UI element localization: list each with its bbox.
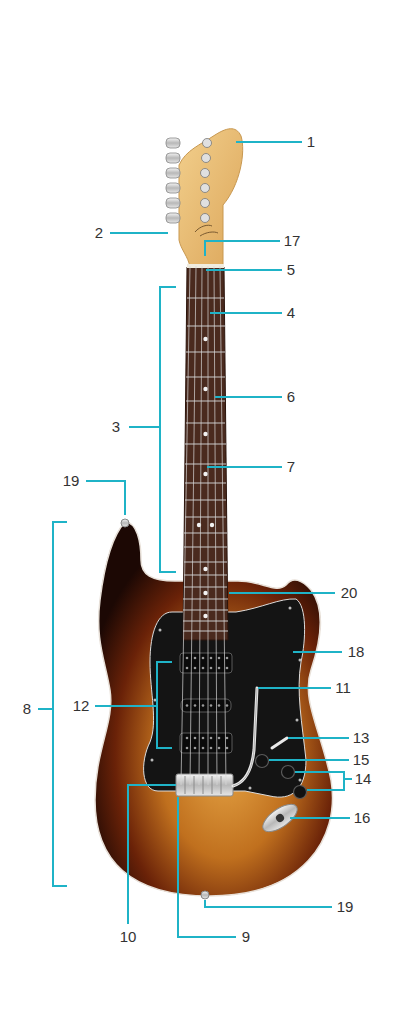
leader-line xyxy=(215,396,282,398)
leader-line xyxy=(258,687,331,689)
callout-number: 18 xyxy=(348,644,365,660)
callout-number: 10 xyxy=(120,929,137,945)
bracket xyxy=(95,662,172,748)
bracket xyxy=(129,287,176,572)
tremolo-arm xyxy=(233,688,257,786)
leader-line xyxy=(205,900,332,907)
leader-line xyxy=(229,592,335,594)
callout-number: 20 xyxy=(341,585,358,601)
headstock xyxy=(179,129,243,267)
callout-number: 12 xyxy=(73,698,90,714)
leader-line xyxy=(110,232,168,234)
callout-number: 8 xyxy=(23,701,31,717)
leader-line xyxy=(210,312,282,314)
tremolo-arm-edge xyxy=(233,688,257,786)
callout-number: 5 xyxy=(287,262,295,278)
callout-number: 4 xyxy=(287,305,295,321)
leader-line xyxy=(236,141,302,143)
leader-line xyxy=(206,269,282,271)
callout-number: 1 xyxy=(307,134,315,150)
bracket xyxy=(295,772,352,790)
leader-line xyxy=(293,651,342,653)
leader-line xyxy=(269,759,349,761)
callout-number: 9 xyxy=(242,929,250,945)
callout-number: 2 xyxy=(95,225,103,241)
tuning-pegs xyxy=(166,138,212,223)
callout-number: 15 xyxy=(353,752,370,768)
leader-line xyxy=(288,737,349,739)
callout-number: 19 xyxy=(63,473,80,489)
callout-number: 11 xyxy=(335,680,351,696)
leader-line xyxy=(205,241,280,256)
bridge xyxy=(176,774,233,796)
strap-button xyxy=(121,519,129,527)
fret-markers xyxy=(197,337,214,618)
control-knobs xyxy=(256,755,307,799)
callout-number: 13 xyxy=(353,730,370,746)
callout-number: 7 xyxy=(287,459,295,475)
pickups xyxy=(180,653,232,753)
strap-button xyxy=(201,891,209,899)
headstock-logo xyxy=(195,225,218,236)
callout-number: 6 xyxy=(287,389,295,405)
callout-number: 3 xyxy=(112,419,120,435)
leader-lines xyxy=(38,142,352,937)
nut xyxy=(187,264,224,268)
leader-line xyxy=(86,481,125,515)
leader-line xyxy=(207,466,282,468)
leader-line xyxy=(128,785,176,924)
bracket xyxy=(38,522,67,886)
callout-number: 16 xyxy=(354,810,371,826)
leader-line xyxy=(178,797,236,937)
pickup-selector xyxy=(272,738,287,748)
fretboard xyxy=(183,267,228,640)
callout-number: 17 xyxy=(284,233,301,249)
strings xyxy=(181,266,226,785)
callout-number: 14 xyxy=(355,771,372,787)
leader-line xyxy=(290,817,350,819)
callout-number: 19 xyxy=(337,899,354,915)
